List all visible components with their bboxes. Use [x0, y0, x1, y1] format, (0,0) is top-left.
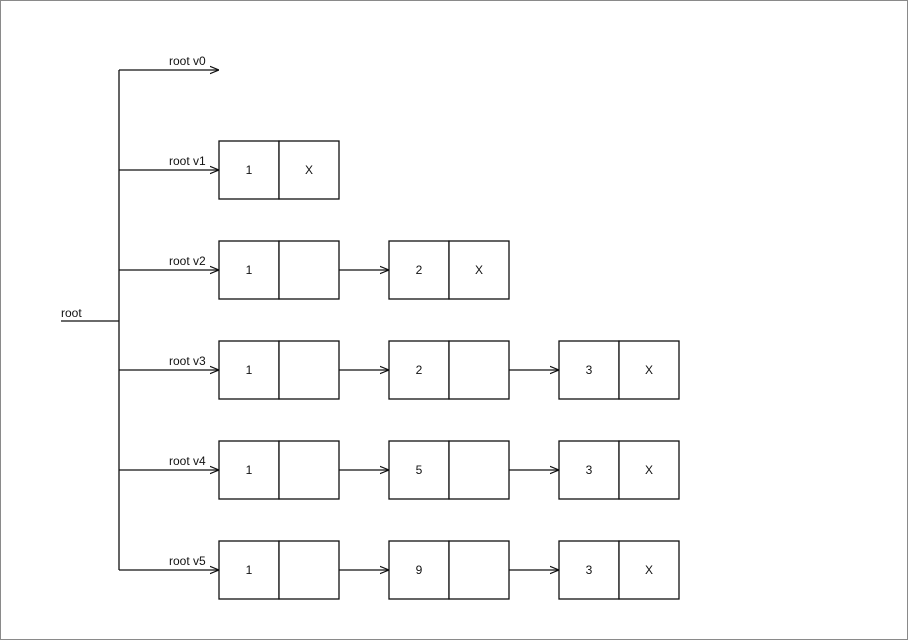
node-pointer-cell: [278, 440, 340, 500]
node-value: 1: [246, 163, 253, 177]
node-value-cell: [218, 540, 280, 600]
node-pointer-cell: [448, 340, 510, 400]
null-pointer-marker: X: [475, 263, 483, 277]
node-value-cell: [218, 240, 280, 300]
node-value-cell: [558, 440, 620, 500]
node-pointer-cell: [618, 440, 680, 500]
node-value: 1: [246, 563, 253, 577]
root-label: root: [61, 306, 82, 320]
node-value: 3: [586, 363, 593, 377]
node-pointer-cell: [448, 240, 510, 300]
version-label: root v1: [169, 154, 206, 168]
node-value: 2: [416, 263, 423, 277]
null-pointer-marker: X: [305, 163, 313, 177]
null-pointer-marker: X: [645, 563, 653, 577]
node-value-cell: [218, 140, 280, 200]
version-label: root v2: [169, 254, 206, 268]
version-label: root v0: [169, 54, 206, 68]
node-value-cell: [388, 540, 450, 600]
node-value: 3: [586, 463, 593, 477]
node-value: 1: [246, 263, 253, 277]
node-value: 2: [416, 363, 423, 377]
node-value: 5: [416, 463, 423, 477]
node-pointer-cell: [278, 140, 340, 200]
node-value-cell: [218, 340, 280, 400]
node-value: 1: [246, 463, 253, 477]
node-value-cell: [388, 340, 450, 400]
version-label: root v4: [169, 454, 206, 468]
node-value: 9: [416, 563, 423, 577]
node-pointer-cell: [278, 340, 340, 400]
node-pointer-cell: [448, 540, 510, 600]
version-label: root v5: [169, 554, 206, 568]
node-value-cell: [388, 440, 450, 500]
node-value: 1: [246, 363, 253, 377]
node-value-cell: [558, 340, 620, 400]
node-pointer-cell: [448, 440, 510, 500]
node-pointer-cell: [278, 240, 340, 300]
node-pointer-cell: [618, 540, 680, 600]
version-label: root v3: [169, 354, 206, 368]
null-pointer-marker: X: [645, 363, 653, 377]
node-layer: [218, 140, 680, 600]
node-value-cell: [388, 240, 450, 300]
null-pointer-marker: X: [645, 463, 653, 477]
node-pointer-cell: [618, 340, 680, 400]
node-pointer-cell: [278, 540, 340, 600]
node-value: 3: [586, 563, 593, 577]
